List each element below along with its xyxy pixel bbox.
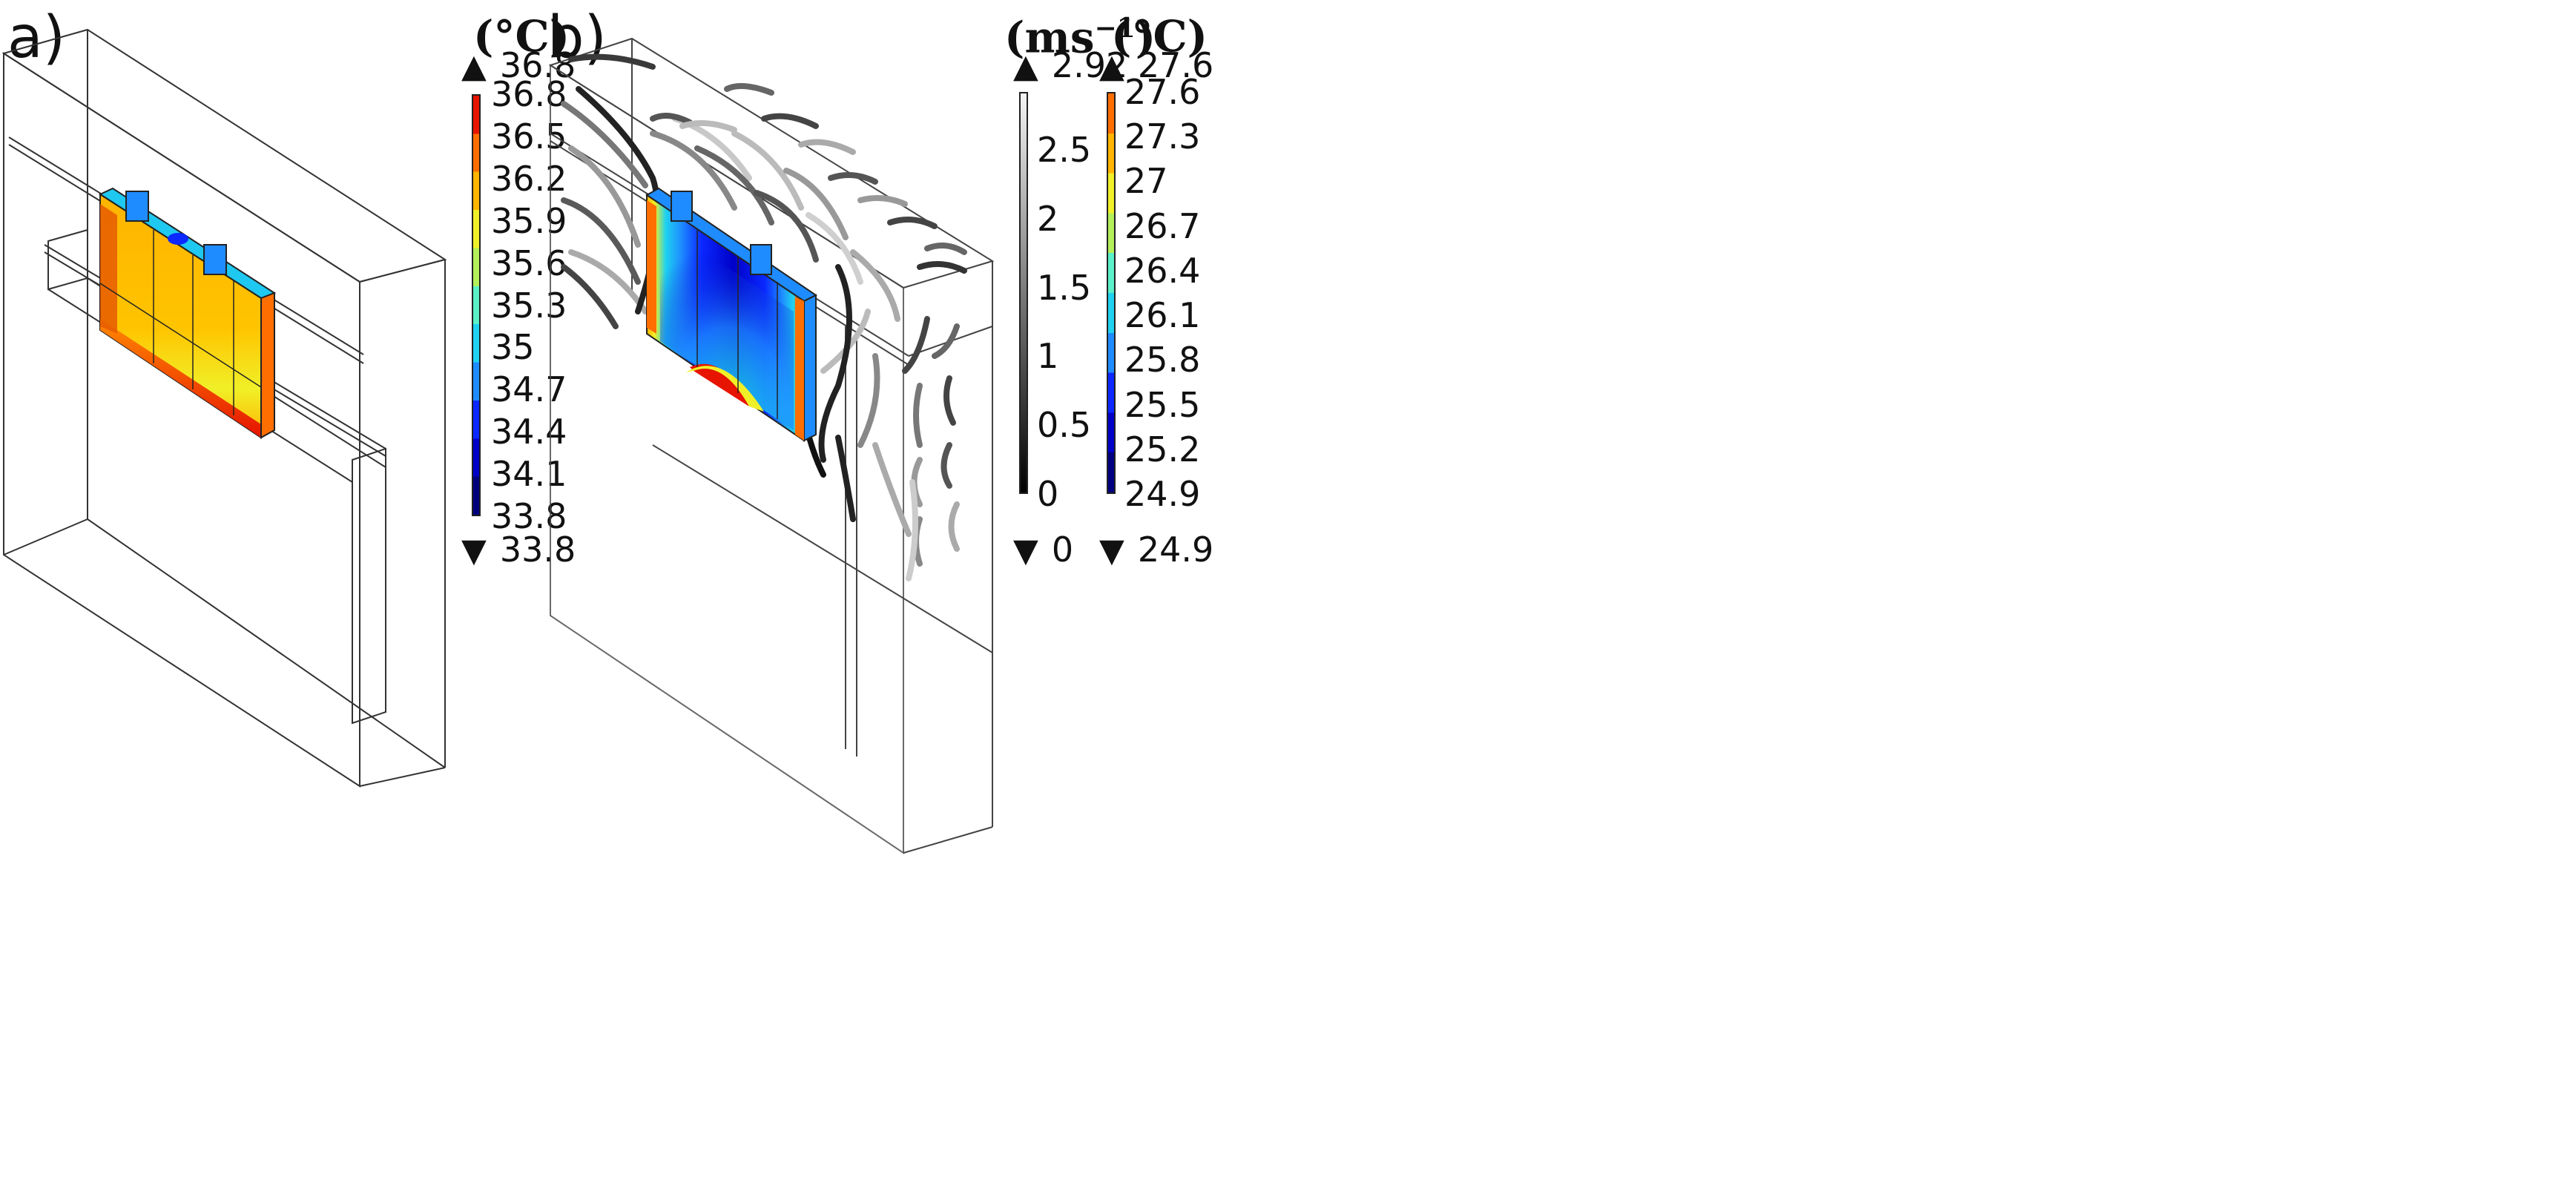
panel-b-velocity-tick-label: 1 [1037, 336, 1059, 377]
panel-a-tick-label: 35.3 [491, 285, 567, 326]
panel-b-temp-tick-label: 24.9 [1124, 474, 1201, 514]
panel-a-tick-label: 33.8 [491, 496, 567, 536]
panel-b-temperature-colorbar [1107, 92, 1116, 494]
panel-b-temp-tick-label: 25.5 [1124, 384, 1201, 425]
panel-b-velocity-tick-label: 0 [1037, 474, 1059, 514]
panel-a-tick-label: 35.9 [491, 200, 567, 241]
panel-b-temp-tick-label: 25.8 [1124, 340, 1201, 380]
panel-a-tick-label: 34.7 [491, 369, 567, 410]
panel-b-streamlines [561, 53, 967, 581]
panel-a-battery [98, 187, 277, 439]
triangle-up-icon: ▲ [1099, 47, 1124, 85]
panel-b-temp-tick-label: 27 [1124, 161, 1168, 202]
panel-a-tick-label: 34.4 [491, 412, 567, 452]
panel-b-velocity-tick-label: 0.5 [1037, 405, 1092, 446]
panel-b-temp-tick-label: 26.1 [1124, 295, 1201, 336]
panel-a-min-label: ▼33.8 [461, 530, 576, 570]
panel-b-temp-tick-label: 27.6 [1124, 72, 1201, 112]
panel-b-temp-tick-label: 26.4 [1124, 250, 1201, 291]
panel-b-velocity-tick-label: 2 [1037, 198, 1059, 239]
panel-b-temp-unit: (°C) [1111, 11, 1208, 62]
triangle-up-icon: ▲ [461, 47, 487, 85]
panel-b-temp-max-label: ▲27.6 [1099, 45, 1214, 85]
panel-b-velocity-tick-label: 1.5 [1037, 267, 1092, 308]
panel-b-temp-min-label: ▼24.9 [1099, 530, 1214, 570]
panel-b-temp-tick-label: 26.7 [1124, 205, 1201, 246]
panel-b-velocity-max-label: ▲2.92 [1013, 45, 1128, 85]
panel-a-tick-label: 36.2 [491, 158, 567, 199]
triangle-down-icon: ▼ [461, 532, 487, 570]
triangle-down-icon: ▼ [1099, 532, 1124, 570]
panel-a-temperature-colorbar [472, 94, 481, 516]
triangle-down-icon: ▼ [1013, 532, 1038, 570]
panel-a-max-label: ▲36.8 [461, 45, 576, 85]
panel-a-tick-label: 34.1 [491, 454, 567, 495]
panel-b-velocity-tick-label: 2.5 [1037, 129, 1092, 170]
panel-a-tick-label: 36.8 [491, 74, 567, 114]
panel-b-battery [645, 187, 817, 442]
panel-b-velocity-colorbar [1019, 92, 1028, 494]
panel-a-tick-label: 35 [491, 327, 535, 368]
panel-a-temp-unit: (°C) [473, 11, 570, 62]
triangle-up-icon: ▲ [1013, 47, 1038, 85]
panel-b-temp-tick-label: 27.3 [1124, 116, 1201, 157]
panel-b-temp-tick-label: 25.2 [1124, 429, 1201, 469]
panel-b-velocity-unit: (ms−1) [1004, 12, 1156, 63]
panel-a-tick-label: 35.6 [491, 243, 567, 283]
panel-a-label: a) [7, 4, 66, 71]
panel-b-velocity-min-label: ▼0 [1013, 530, 1074, 570]
